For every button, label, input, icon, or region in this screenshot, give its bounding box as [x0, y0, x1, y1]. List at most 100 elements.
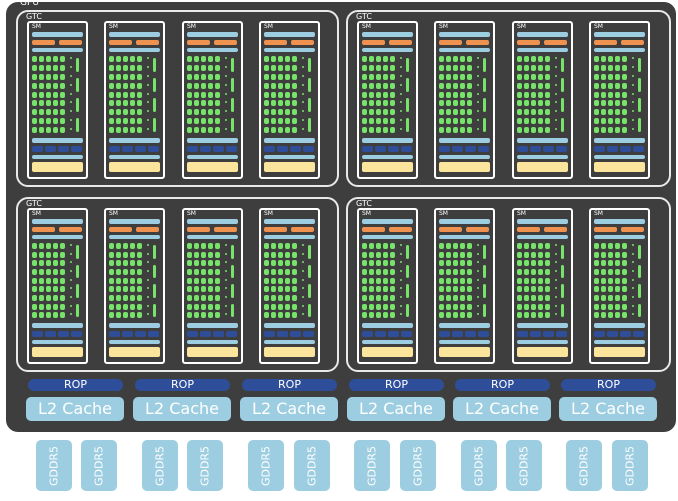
- cuda-core: [369, 118, 374, 125]
- special-function-unit: [231, 118, 234, 132]
- cuda-core: [187, 295, 192, 301]
- cuda-core: [517, 56, 522, 62]
- cuda-core: [383, 91, 388, 98]
- cuda-core: [545, 109, 550, 116]
- special-function-unit: [308, 245, 311, 259]
- cuda-core: [390, 295, 395, 301]
- texture-unit: [452, 146, 463, 152]
- cuda-core: [39, 243, 44, 249]
- cuda-core: [130, 243, 135, 249]
- cuda-core: [439, 100, 444, 107]
- special-function-unit: [638, 118, 641, 132]
- cuda-core: [278, 303, 283, 310]
- cuda-core: [116, 269, 121, 275]
- texture-unit: [45, 146, 56, 152]
- cuda-core: [453, 82, 458, 89]
- cuda-core: [467, 82, 472, 89]
- load-store-unit: [632, 244, 634, 246]
- cuda-core: [460, 269, 465, 275]
- load-store-unit: [70, 304, 72, 307]
- cuda-core: [53, 100, 58, 107]
- cuda-core: [130, 260, 135, 267]
- rop-unit: ROP: [135, 379, 230, 391]
- load-store-unit: [302, 252, 304, 255]
- cuda-core: [390, 91, 395, 98]
- cuda-core: [32, 91, 37, 98]
- cuda-core: [60, 100, 65, 107]
- cuda-core: [215, 73, 220, 80]
- cuda-core: [376, 295, 381, 301]
- cuda-core: [383, 118, 388, 125]
- cuda-core: [531, 251, 536, 258]
- cuda-core: [460, 260, 465, 267]
- cuda-core: [208, 303, 213, 310]
- cuda-core: [446, 260, 451, 267]
- cuda-core: [622, 277, 627, 284]
- sm-label: SM: [32, 23, 41, 30]
- special-function-unit: [483, 118, 486, 132]
- cuda-core: [524, 100, 529, 107]
- texture-unit: [226, 146, 237, 152]
- special-function-unit: [153, 303, 156, 317]
- load-store-unit: [147, 278, 149, 281]
- cuda-core: [53, 73, 58, 80]
- cuda-core: [130, 109, 135, 116]
- cuda-core: [615, 286, 620, 293]
- texture-unit: [277, 146, 288, 152]
- load-store-unit: [400, 244, 402, 246]
- cuda-core: [390, 73, 395, 80]
- streaming-multiprocessor: SM: [434, 21, 495, 179]
- texture-cache: [362, 155, 413, 159]
- cuda-core: [194, 127, 199, 134]
- instruction-cache: [362, 32, 413, 37]
- cuda-core: [545, 251, 550, 258]
- load-store-unit: [302, 65, 304, 68]
- cuda-core: [137, 109, 142, 116]
- cuda-core: [201, 260, 206, 267]
- cuda-core: [390, 64, 395, 71]
- cuda-core: [215, 295, 220, 301]
- cuda-core: [46, 109, 51, 116]
- special-function-unit: [76, 98, 79, 112]
- load-store-unit: [225, 304, 227, 307]
- load-store-unit: [225, 128, 227, 131]
- gddr5-memory-chip: GDDR5: [81, 440, 117, 491]
- cuda-core: [137, 295, 142, 301]
- cuda-core: [601, 109, 606, 116]
- texture-unit: [465, 146, 476, 152]
- texture-cache: [264, 155, 315, 159]
- load-store-unit: [147, 261, 149, 264]
- cuda-core: [215, 243, 220, 249]
- cuda-core: [439, 295, 444, 301]
- cuda-core: [524, 64, 529, 71]
- load-store-unit: [70, 92, 72, 95]
- cuda-core: [194, 243, 199, 249]
- cuda-core: [53, 269, 58, 275]
- cuda-core: [538, 277, 543, 284]
- load-store-unit: [302, 83, 304, 86]
- cuda-core: [201, 118, 206, 125]
- cuda-core: [383, 109, 388, 116]
- special-function-unit: [406, 303, 409, 317]
- texture-unit: [517, 146, 528, 152]
- cuda-core: [32, 64, 37, 71]
- cuda-core: [453, 295, 458, 301]
- cuda-core: [615, 260, 620, 267]
- load-store-unit: [477, 101, 479, 104]
- cuda-core: [116, 91, 121, 98]
- gtc-label: GTC: [26, 12, 42, 21]
- instruction-cache: [32, 219, 83, 224]
- special-function-unit: [76, 284, 79, 298]
- cuda-core: [601, 118, 606, 125]
- cuda-core: [524, 91, 529, 98]
- gddr5-memory-chip: GDDR5: [142, 440, 178, 491]
- register-file: [517, 235, 568, 239]
- cuda-core: [60, 73, 65, 80]
- texture-unit: [375, 331, 386, 337]
- register-file: [517, 48, 568, 52]
- cuda-core: [453, 73, 458, 80]
- l2-cache: L2 Cache: [559, 397, 657, 421]
- cuda-core: [130, 56, 135, 62]
- warp-scheduler-b: [389, 40, 412, 45]
